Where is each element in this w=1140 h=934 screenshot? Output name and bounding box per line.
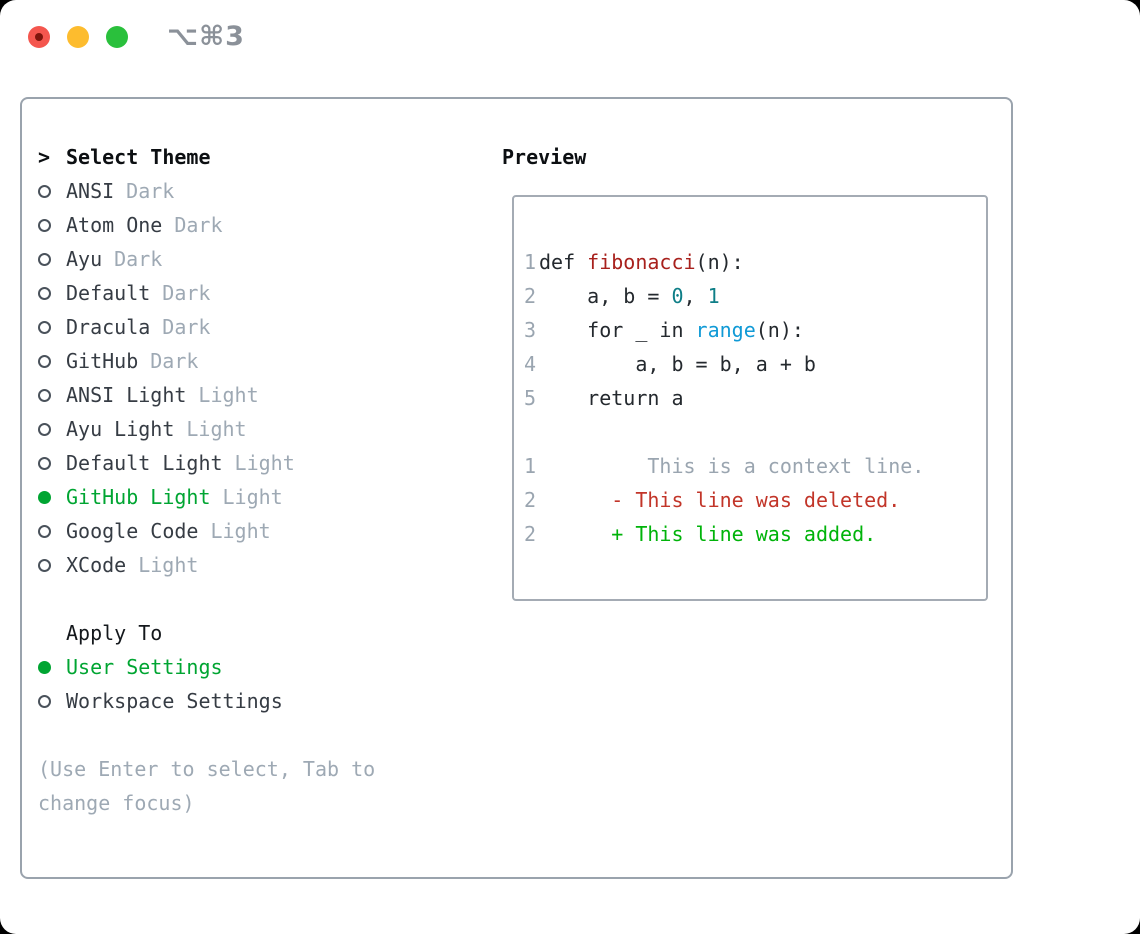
line-number: 1 xyxy=(524,250,537,274)
radio-icon xyxy=(38,456,51,470)
theme-name: Default Light xyxy=(66,451,223,475)
theme-variant-tag: Light xyxy=(198,383,259,407)
theme-variant-tag: Light xyxy=(234,451,295,475)
radio-icon xyxy=(38,354,51,368)
selection-cursor-icon: > xyxy=(38,145,51,169)
apply-option-label: User Settings xyxy=(66,655,223,679)
code-line: 3 for _ in range(n): xyxy=(524,318,804,342)
hint-line: (Use Enter to select, Tab to xyxy=(38,757,376,781)
theme-option-dracula[interactable]: Dracula Dark xyxy=(38,310,502,344)
radio-icon xyxy=(38,422,51,436)
keyboard-shortcut-label: ⌥⌘3 xyxy=(167,21,245,52)
theme-name: GitHub Light xyxy=(66,485,211,509)
select-theme-header: > Select Theme xyxy=(38,140,502,174)
theme-option-github-light[interactable]: GitHub Light Light xyxy=(38,480,502,514)
theme-name: GitHub xyxy=(66,349,139,373)
theme-name: Default xyxy=(66,281,151,305)
radio-icon xyxy=(38,320,51,334)
theme-variant-tag: Dark xyxy=(162,281,211,305)
radio-icon xyxy=(38,252,51,266)
theme-variant-tag: Dark xyxy=(174,213,223,237)
apply-option-label: Workspace Settings xyxy=(66,689,283,713)
preview-title: Preview xyxy=(502,145,587,169)
select-theme-title: Select Theme xyxy=(66,145,211,169)
radio-icon xyxy=(38,184,51,198)
apply-to-title: Apply To xyxy=(66,621,163,645)
theme-option-google-code[interactable]: Google Code Light xyxy=(38,514,502,548)
line-number: 3 xyxy=(524,318,537,342)
line-number: 2 xyxy=(524,522,537,546)
theme-option-ayu[interactable]: Ayu Dark xyxy=(38,242,502,276)
theme-option-github[interactable]: GitHub Dark xyxy=(38,344,502,378)
theme-option-ayu-light[interactable]: Ayu Light Light xyxy=(38,412,502,446)
code-line: 4 a, b = b, a + b xyxy=(524,352,816,376)
apply-option-workspace-settings[interactable]: Workspace Settings xyxy=(38,684,502,718)
theme-name: Ayu xyxy=(66,247,103,271)
theme-name: XCode xyxy=(66,553,127,577)
hint-text: (Use Enter to select, Tab to change focus… xyxy=(38,752,502,820)
line-number: 2 xyxy=(524,284,537,308)
code-line: 5 return a xyxy=(524,386,684,410)
theme-variant-tag: Dark xyxy=(162,315,211,339)
close-button[interactable] xyxy=(28,26,50,48)
line-number: 1 xyxy=(524,454,537,478)
theme-option-ansi-light[interactable]: ANSI Light Light xyxy=(38,378,502,412)
window-titlebar: ⌥⌘3 xyxy=(0,0,1140,97)
code-line: 2 + This line was added. xyxy=(524,522,877,546)
radio-icon xyxy=(38,524,51,538)
theme-variant-tag: Light xyxy=(186,417,247,441)
theme-name: ANSI Light xyxy=(66,383,187,407)
code-line: 2 - This line was deleted. xyxy=(524,488,901,512)
code-line: 1 This is a context line. xyxy=(524,454,925,478)
radio-icon xyxy=(38,218,51,232)
theme-name: Ayu Light xyxy=(66,417,175,441)
theme-option-atom-one[interactable]: Atom One Dark xyxy=(38,208,502,242)
radio-selected-icon xyxy=(38,490,51,504)
theme-name: Atom One xyxy=(66,213,163,237)
radio-icon xyxy=(38,388,51,402)
theme-variant-tag: Dark xyxy=(126,179,175,203)
code-line: 2 a, b = 0, 1 xyxy=(524,284,720,308)
zoom-button[interactable] xyxy=(106,26,128,48)
theme-variant-tag: Light xyxy=(138,553,199,577)
minimize-button[interactable] xyxy=(67,26,89,48)
hint-line: change focus) xyxy=(38,791,195,815)
apply-to-header: Apply To xyxy=(38,616,502,650)
theme-name: Google Code xyxy=(66,519,199,543)
apply-option-user-settings[interactable]: User Settings xyxy=(38,650,502,684)
theme-name: Dracula xyxy=(66,315,151,339)
line-number: 4 xyxy=(524,352,537,376)
theme-option-default[interactable]: Default Dark xyxy=(38,276,502,310)
line-number: 2 xyxy=(524,488,537,512)
theme-variant-tag: Dark xyxy=(150,349,199,373)
theme-name: ANSI xyxy=(66,179,115,203)
radio-selected-icon xyxy=(38,660,51,674)
theme-option-default-light[interactable]: Default Light Light xyxy=(38,446,502,480)
blank-line xyxy=(524,415,970,449)
theme-option-ansi[interactable]: ANSI Dark xyxy=(38,174,502,208)
line-number: 5 xyxy=(524,386,537,410)
theme-variant-tag: Dark xyxy=(114,247,163,271)
theme-option-xcode[interactable]: XCode Light xyxy=(38,548,502,582)
radio-icon xyxy=(38,694,51,708)
theme-variant-tag: Light xyxy=(210,519,271,543)
radio-icon xyxy=(38,558,51,572)
theme-variant-tag: Light xyxy=(222,485,283,509)
radio-icon xyxy=(38,286,51,300)
